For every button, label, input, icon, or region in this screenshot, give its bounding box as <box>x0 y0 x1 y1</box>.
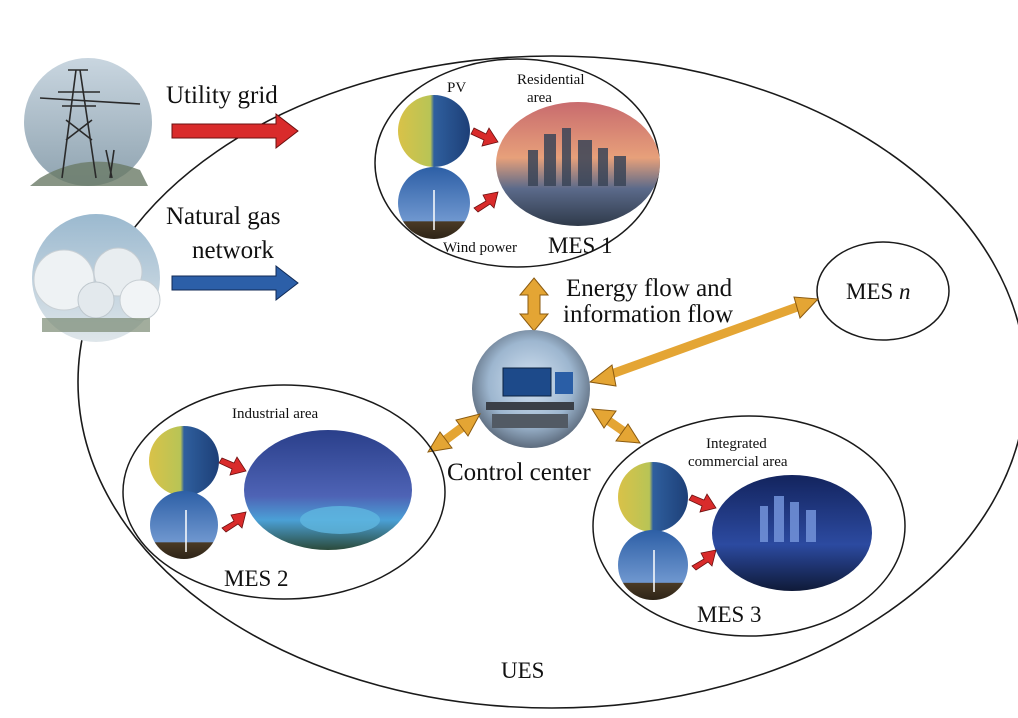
mes1-title: MES 1 <box>548 233 613 258</box>
mesn-boundary <box>816 241 950 341</box>
mes1-pv-label: PV <box>447 80 466 96</box>
mesn-index: n <box>899 279 911 304</box>
mes3-pv-arrow <box>688 493 717 513</box>
mes1-wind-arrow <box>473 191 499 213</box>
ues-boundary <box>77 55 1018 709</box>
control-mes2-arrow <box>427 413 481 453</box>
utility-grid-label: Utility grid <box>166 82 278 109</box>
mes3-area-line2: commercial area <box>688 454 788 470</box>
ues-label: UES <box>501 658 544 683</box>
mes1-group: PV Residential area Wind power MES 1 <box>374 58 660 268</box>
gas-arrow <box>171 264 299 302</box>
solar-panel-icon <box>149 426 219 496</box>
flow-label-line1: Energy flow and <box>566 275 733 302</box>
mesn-title: MES n <box>846 279 911 304</box>
mes2-wind-arrow <box>221 511 247 533</box>
natural-gas-label-line1: Natural gas <box>166 203 281 230</box>
mes3-boundary <box>592 415 906 637</box>
natural-gas-label-line2: network <box>192 237 274 264</box>
mes3-wind-arrow <box>691 549 717 571</box>
control-room-icon <box>472 330 590 448</box>
flow-label-line2: information flow <box>563 301 733 328</box>
control-mes3-arrow <box>591 408 641 444</box>
control-center-label: Control center <box>447 459 591 486</box>
control-mesn-arrow <box>588 296 820 387</box>
mes2-title: MES 2 <box>224 566 289 591</box>
mes1-control-arrow <box>518 277 550 332</box>
mes1-area-line1: Residential <box>517 72 585 88</box>
mes1-wind-label: Wind power <box>443 240 517 256</box>
wind-turbine-icon <box>618 530 688 600</box>
mes3-group: Integrated commercial area MES 3 <box>592 415 906 637</box>
mes1-area-line2: area <box>527 90 552 106</box>
solar-panel-icon <box>398 95 470 167</box>
mes2-group: Industrial area MES 2 <box>122 384 446 600</box>
transmission-tower-icon <box>24 58 152 186</box>
mes2-area-label: Industrial area <box>232 406 319 422</box>
gas-tank-icon <box>32 214 161 342</box>
mes3-title: MES 3 <box>697 602 762 627</box>
wind-turbine-icon <box>150 491 218 559</box>
mes3-area-line1: Integrated <box>706 436 767 452</box>
mes2-boundary <box>122 384 446 600</box>
solar-panel-icon <box>618 462 688 532</box>
mes1-pv-arrow <box>470 127 499 147</box>
electric-arrow <box>171 112 299 150</box>
mes2-pv-arrow <box>218 456 247 476</box>
